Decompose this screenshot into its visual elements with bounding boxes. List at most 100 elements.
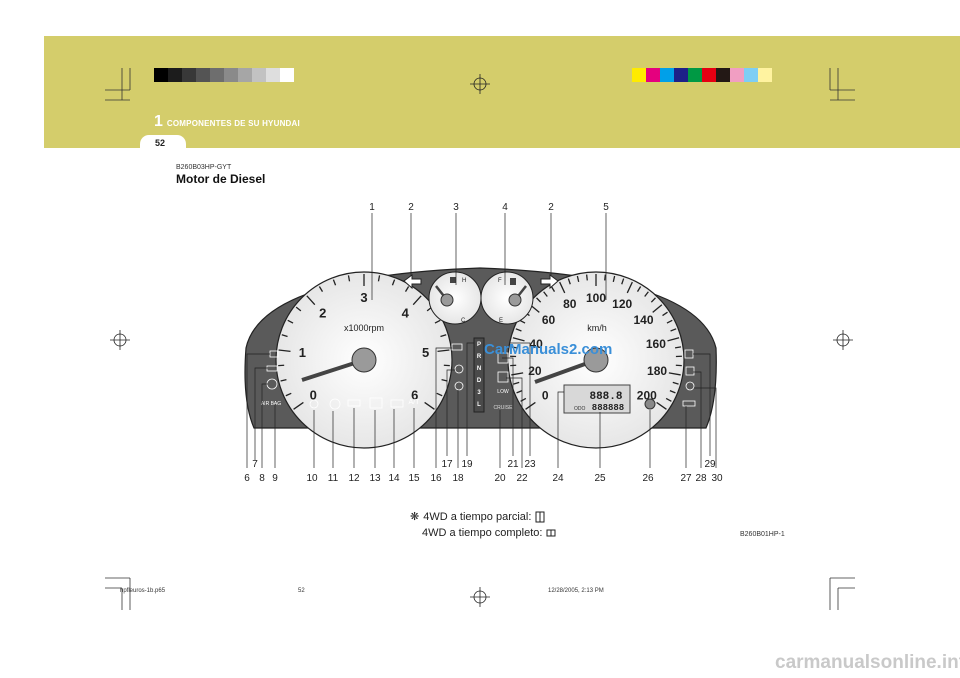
speed-tick bbox=[662, 311, 668, 317]
odo-label: ODO bbox=[574, 406, 586, 412]
tach-tick bbox=[436, 392, 443, 397]
figure-code: B260B01HP-1 bbox=[740, 531, 785, 538]
speed-number: 140 bbox=[633, 313, 653, 327]
speed-tick bbox=[543, 291, 548, 297]
callout-number: 6 bbox=[244, 473, 250, 484]
speed-number: 20 bbox=[528, 364, 542, 378]
gray-swatch bbox=[238, 68, 252, 82]
gray-swatch bbox=[168, 68, 182, 82]
note-symbol: ❋ bbox=[410, 511, 420, 523]
gear-indicator bbox=[473, 337, 485, 413]
note-line-2: 4WD a tiempo completo: bbox=[422, 527, 543, 539]
tach-number: 6 bbox=[411, 388, 418, 403]
tach-tick bbox=[377, 275, 381, 282]
callout-number: 4 bbox=[502, 202, 508, 213]
low-label: LOW bbox=[497, 389, 509, 395]
tach-tick bbox=[280, 378, 287, 382]
callout-number: 25 bbox=[594, 473, 606, 484]
footer-date: 12/28/2005, 2:13 PM bbox=[548, 588, 604, 594]
tach-number: 3 bbox=[360, 290, 367, 305]
callout-number: 26 bbox=[642, 473, 654, 484]
tach-tick bbox=[404, 286, 410, 292]
footnote: ❋ 4WD a tiempo parcial: 4WD a tiempo com… bbox=[410, 509, 556, 541]
speed-tick bbox=[513, 381, 520, 385]
gray-color-bar bbox=[154, 68, 294, 82]
callout-number: 10 bbox=[306, 473, 318, 484]
tach-number: 2 bbox=[319, 306, 326, 321]
speed-number: 180 bbox=[647, 364, 667, 378]
callout-number: 14 bbox=[388, 473, 400, 484]
tach-tick bbox=[293, 401, 304, 410]
note-line-1: 4WD a tiempo parcial: bbox=[423, 511, 532, 523]
chapter-title: COMPONENTES DE SU HYUNDAI bbox=[166, 119, 300, 128]
tach-tick bbox=[318, 286, 324, 292]
gray-swatch bbox=[154, 68, 168, 82]
speed-tick bbox=[612, 275, 616, 283]
page-number: 52 bbox=[155, 138, 166, 148]
speed-tick bbox=[512, 337, 525, 342]
speed-tick bbox=[667, 337, 680, 342]
speed-number: 120 bbox=[612, 297, 632, 311]
cluster-watermark: CarManuals2.com bbox=[484, 341, 613, 358]
callout-number: 23 bbox=[524, 459, 536, 470]
tach-tick bbox=[391, 279, 396, 286]
callout-number: 16 bbox=[430, 473, 442, 484]
at-label: A/T bbox=[409, 399, 421, 406]
speed-tick bbox=[567, 278, 571, 285]
callout-number: 5 bbox=[603, 202, 609, 213]
speed-number: 160 bbox=[646, 337, 666, 351]
callout-number: 1 bbox=[369, 202, 375, 213]
footer-file: hpfleuros-1b.p65 bbox=[120, 588, 166, 594]
tach-tick bbox=[412, 295, 422, 306]
trip-reset-knob bbox=[644, 398, 656, 410]
callout-number: 29 bbox=[704, 459, 716, 470]
process-swatch bbox=[730, 68, 744, 82]
header-band bbox=[44, 36, 960, 148]
gear-letter: 3 bbox=[477, 390, 481, 396]
speed-tick bbox=[644, 291, 649, 297]
process-swatch bbox=[660, 68, 674, 82]
turn-right-arrow-icon bbox=[540, 274, 559, 290]
callout-number: 24 bbox=[552, 473, 564, 484]
callout-number: 28 bbox=[695, 473, 707, 484]
speed-tick bbox=[510, 346, 518, 349]
speed-tick bbox=[674, 346, 682, 349]
tach-tick bbox=[287, 319, 294, 324]
speed-tick bbox=[550, 286, 556, 292]
chapter-number: 1 bbox=[154, 113, 163, 130]
process-swatch bbox=[758, 68, 772, 82]
fuel-full-label: F bbox=[498, 278, 502, 284]
page-margin bbox=[0, 36, 44, 148]
tach-tick bbox=[285, 392, 292, 397]
tach-tick bbox=[281, 334, 288, 338]
full-time-4wd-icon bbox=[546, 529, 556, 537]
callout-number: 12 bbox=[348, 473, 360, 484]
callout-number: 27 bbox=[680, 473, 692, 484]
tach-tick bbox=[434, 319, 441, 324]
speed-tick bbox=[650, 297, 656, 303]
trip-display: 888.8 bbox=[589, 391, 622, 403]
speed-tick bbox=[519, 319, 526, 324]
tach-tick bbox=[306, 295, 316, 306]
callout-number: 3 bbox=[453, 202, 459, 213]
tach-unit-label: x1000rpm bbox=[344, 323, 384, 333]
odo-display: 888888 bbox=[592, 403, 624, 413]
page-number-tab bbox=[140, 135, 186, 153]
tach-number: 1 bbox=[299, 345, 306, 360]
callout-number: 17 bbox=[441, 459, 453, 470]
speed-unit-label: km/h bbox=[587, 323, 607, 333]
gray-swatch bbox=[252, 68, 266, 82]
process-color-bar bbox=[632, 68, 772, 82]
callout-number: 8 bbox=[259, 473, 265, 484]
speed-tick bbox=[626, 281, 633, 294]
section-title: Motor de Diesel bbox=[176, 172, 266, 186]
registration-marks bbox=[110, 74, 853, 607]
odometer-lcd bbox=[563, 384, 631, 414]
speed-number: 0 bbox=[542, 389, 549, 403]
tach-tick bbox=[424, 401, 435, 410]
callout-number: 18 bbox=[452, 473, 464, 484]
callout-number: 9 bbox=[272, 473, 278, 484]
turn-left-arrow-icon bbox=[403, 274, 422, 290]
speed-tick bbox=[636, 286, 642, 292]
speed-tick bbox=[669, 390, 676, 394]
